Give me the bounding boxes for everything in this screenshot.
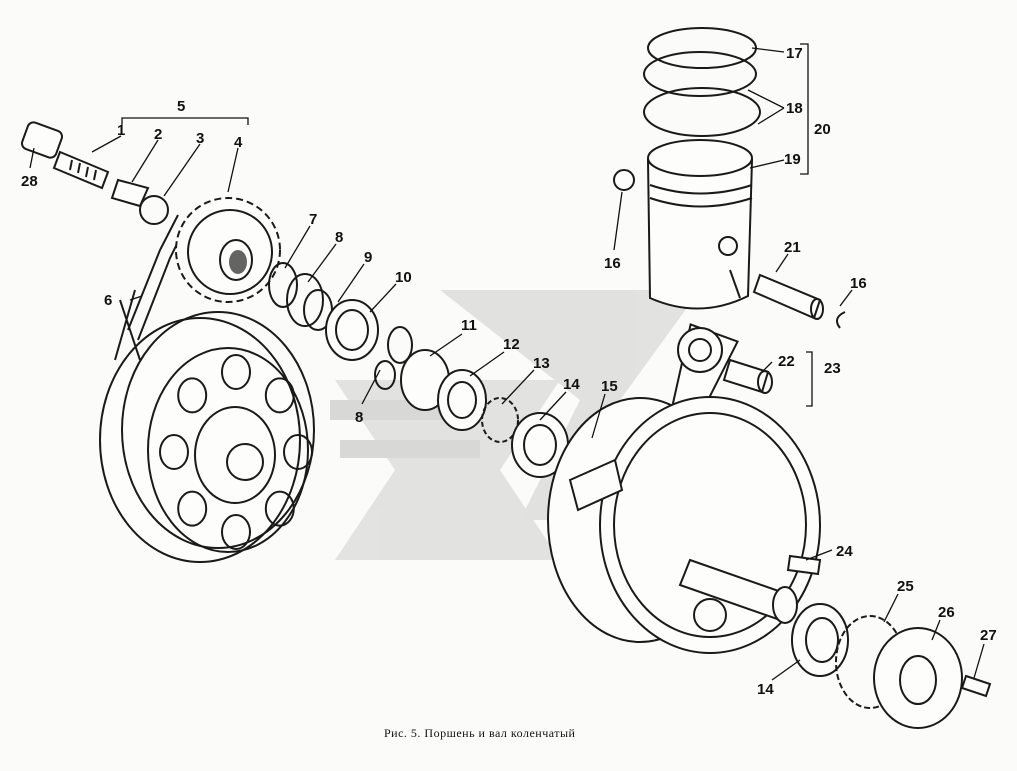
watermark-chevron-1 <box>335 380 560 560</box>
leader-lines <box>29 43 985 681</box>
callout-5: 5 <box>177 98 185 115</box>
callout-3: 3 <box>196 130 204 147</box>
callout-7: 7 <box>309 211 317 228</box>
callout-2: 2 <box>154 126 162 143</box>
flywheel-hole <box>177 490 208 527</box>
figure-caption: Рис. 5. Поршень и вал коленчатый <box>384 726 576 740</box>
callout-labels: 1 2 3 4 5 6 7 8 8 9 10 11 12 13 14 14 15… <box>21 45 997 698</box>
flywheel-hole <box>264 490 295 527</box>
callout-20: 20 <box>814 121 831 138</box>
callout-16-right: 16 <box>850 275 867 292</box>
callout-18: 18 <box>786 100 803 117</box>
callout-15: 15 <box>601 378 618 395</box>
callout-24: 24 <box>836 543 853 560</box>
flywheel-hole <box>221 514 251 550</box>
callout-14-right: 14 <box>757 681 774 698</box>
bolt-assembly <box>20 121 169 225</box>
bracket-5 <box>121 117 249 125</box>
sprocket <box>175 197 281 303</box>
callout-13: 13 <box>533 355 550 372</box>
callout-16-top: 16 <box>604 255 621 272</box>
piston-rings <box>643 27 761 137</box>
crankshaft-flywheel <box>547 396 822 654</box>
callout-27: 27 <box>980 627 997 644</box>
callout-11: 11 <box>461 317 477 334</box>
bracket-23 <box>806 351 813 407</box>
piston-pin-parts <box>613 169 846 329</box>
bracket-20 <box>800 43 809 175</box>
callout-1: 1 <box>117 122 125 139</box>
callout-14-left: 14 <box>563 376 580 393</box>
callout-6: 6 <box>104 292 112 309</box>
callout-19: 19 <box>784 151 801 168</box>
callout-25: 25 <box>897 578 914 595</box>
piston <box>646 139 754 310</box>
left-flywheel <box>99 311 315 563</box>
callout-8-upper: 8 <box>335 229 343 246</box>
callout-8-lower: 8 <box>355 409 363 426</box>
flywheel-hole <box>159 434 189 470</box>
callout-4: 4 <box>234 134 243 151</box>
flywheel-hole <box>283 434 313 470</box>
callout-10: 10 <box>395 269 412 286</box>
right-bearing-and-cover <box>791 603 992 729</box>
callout-12: 12 <box>503 336 520 353</box>
flywheel-hole <box>177 377 208 414</box>
callout-9: 9 <box>364 249 372 266</box>
callout-28: 28 <box>21 173 38 190</box>
callout-26: 26 <box>938 604 955 621</box>
callout-17: 17 <box>786 45 803 62</box>
flywheel-hole <box>221 354 251 390</box>
callout-23: 23 <box>824 360 841 377</box>
flywheel-hole <box>264 377 295 414</box>
callout-22: 22 <box>778 353 795 370</box>
callout-21: 21 <box>784 239 801 256</box>
